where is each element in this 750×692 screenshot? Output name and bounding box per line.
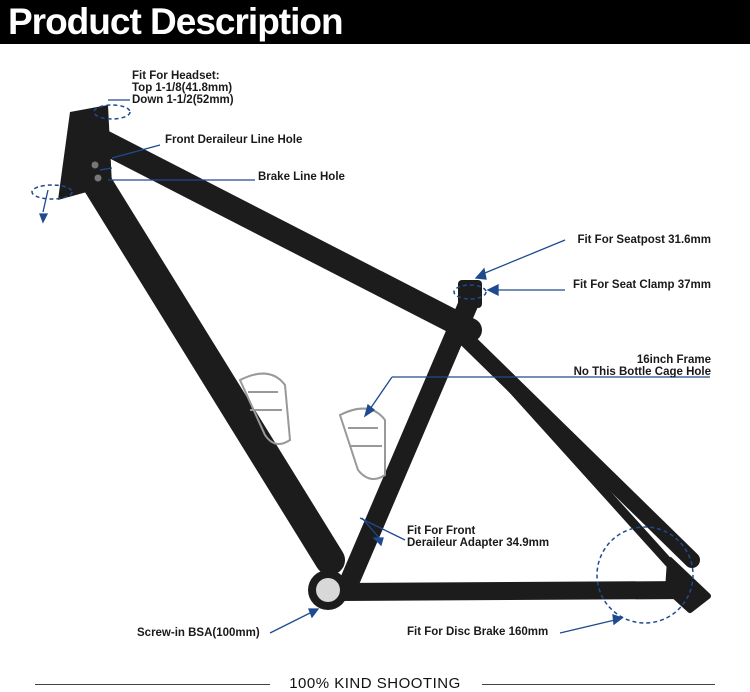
head-tube [58,105,112,200]
bottle-cage-hole-label: No This Bottle Cage Hole [573,366,711,378]
headset-bottom-highlight [31,184,73,200]
chain-stay [331,581,699,601]
front-derailleur-line-hole-label: Front Deraileur Line Hole [165,134,303,146]
headset-label-down: Down 1-1/2(52mm) [132,94,234,106]
bottom-bracket-bore [316,578,340,602]
disc-brake-highlight [596,526,694,624]
brake-line-hole-icon [94,174,102,182]
seat-stay-inner [463,335,685,580]
headset-label-top: Top 1-1/8(41.8mm) [132,82,233,94]
seatpost-label: Fit For Seatpost 31.6mm [577,234,711,246]
front-adapter-label-line2: Deraileur Adapter 34.9mm [407,537,550,549]
disc-brake-label: Fit For Disc Brake 160mm [407,626,549,638]
seat-clamp-label: Fit For Seat Clamp 37mm [572,279,711,291]
brake-line-hole-label: Brake Line Hole [258,171,345,183]
rear-dropout [665,557,711,613]
bottle-cage-lower [338,407,386,480]
title-banner: Product Description [0,0,750,44]
down-tube [77,160,345,575]
seat-clamp-highlight [453,284,487,300]
front-adapter-label-line1: Fit For Front [407,525,476,537]
footer-divider-right [482,684,715,685]
bsa-label: Screw-in BSA(100mm) [137,627,260,639]
front-derailleur-hole-icon [91,161,99,169]
headset-top-highlight [93,104,131,120]
footer-caption: 100% KIND SHOOTING [289,675,461,692]
seat-tube [338,290,480,595]
footer-divider-left [35,684,270,685]
top-tube [88,128,482,342]
frame [77,128,711,613]
bike-frame-illustration [31,99,711,634]
leader-lines [39,99,710,634]
frame-size-label: 16inch Frame [636,354,711,366]
highlight-circles [31,104,694,624]
headset-label-title: Fit For Headset: [132,70,220,82]
page-title: Product Description [8,1,344,42]
seat-tube-top [458,280,482,308]
bottle-cage-upper [238,372,292,445]
